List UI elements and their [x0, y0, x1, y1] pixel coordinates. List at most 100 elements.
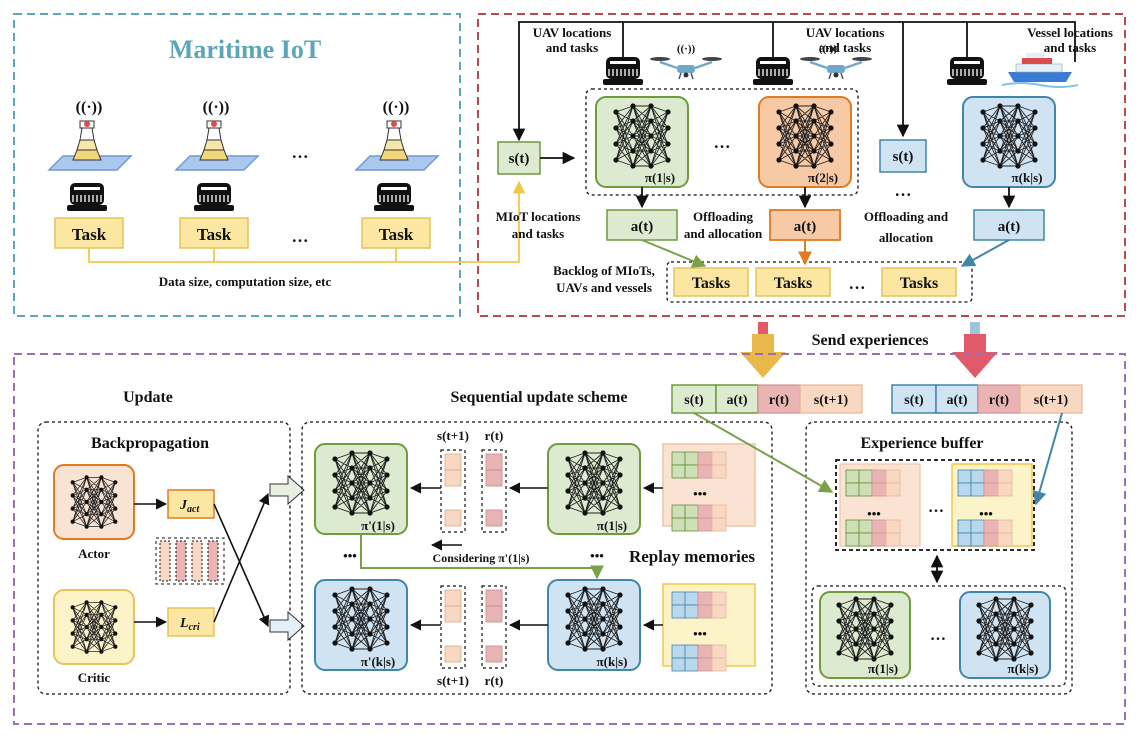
buoy-device-3: ((·)) [355, 99, 439, 212]
svg-text:π(k|s): π(k|s) [1008, 661, 1039, 676]
uav-label-1-line2: and tasks [546, 40, 598, 55]
task-box-2: Task [179, 217, 249, 249]
buffer-memory-blue: ••• [951, 463, 1033, 547]
svg-text:a(t): a(t) [947, 393, 968, 408]
miot-label-line1: MIoT locations [496, 209, 581, 224]
svg-text:Task: Task [197, 225, 232, 244]
send-experiences-label: Send experiences [812, 332, 929, 349]
replay-memory-green: ••• [662, 443, 756, 532]
offload-label-2-line1: Offloading and [864, 209, 949, 224]
backlog-tasks-2: Tasks [755, 267, 831, 297]
svg-text:a(t): a(t) [794, 219, 817, 235]
wireless-signal-icon: ((·)) [203, 99, 230, 116]
critic-network: Critic [53, 589, 135, 685]
experience-tuple-blue: s(t) a(t) r(t) s(t+1) [891, 384, 1083, 414]
sample-columns-bottom [440, 585, 507, 669]
buffer-policy-ellipsis: … [930, 627, 946, 644]
buffer-policy-k: π(k|s) [959, 591, 1051, 679]
uav-label-1-line1: UAV locations [533, 25, 612, 40]
target-policy-1: π'(1|s) [314, 443, 408, 535]
training-panel: s(t) a(t) r(t) s(t+1) s(t) a(t) r(t) s(t… [13, 353, 1126, 725]
svg-text:π(k|s): π(k|s) [1012, 170, 1043, 185]
experience-tuple-green: s(t) a(t) r(t) s(t+1) [671, 384, 863, 414]
uav-drone-icon-1 [648, 55, 724, 81]
task-ellipsis: … [292, 227, 309, 246]
considering-label: Considering π'(1|s) [433, 551, 530, 565]
task-box-3: Task [361, 217, 431, 249]
actor-network: Actor [53, 464, 135, 561]
target-policy-k: π'(k|s) [314, 579, 408, 671]
backprop-title: Backpropagation [91, 435, 209, 452]
svg-text:Task: Task [379, 225, 414, 244]
uav-server-icon-2 [752, 56, 794, 86]
offload-label-1-line2: and allocation [684, 226, 763, 241]
buffer-memory-green: ••• [839, 463, 921, 547]
vessel-server-icon [946, 56, 988, 86]
offload-label-1-line1: Offloading [693, 209, 753, 224]
svg-text:π(1|s): π(1|s) [645, 170, 675, 185]
svg-text:•••: ••• [693, 486, 707, 501]
svg-text:π(2|s): π(2|s) [808, 170, 838, 185]
buffer-ellipsis: … [928, 499, 944, 516]
sample-columns-top [440, 449, 507, 533]
svg-text:a(t): a(t) [727, 393, 748, 408]
buoy-device-2: ((·)) [175, 99, 259, 212]
edge-server-icon [66, 182, 108, 212]
svg-text:Jact: Jact [179, 498, 200, 515]
svg-text:a(t): a(t) [998, 219, 1021, 235]
svg-text:•••: ••• [867, 506, 881, 521]
sequential-title: Sequential update scheme [451, 389, 628, 406]
backlog-ellipsis: … [849, 274, 866, 293]
mini-sample-batch [155, 537, 225, 585]
svg-text:s(t+1): s(t+1) [814, 393, 849, 408]
vessel-label-line1: Vessel locations [1027, 25, 1113, 40]
svg-text:π'(k|s): π'(k|s) [361, 654, 396, 669]
wireless-signal-icon: ((·)) [819, 43, 838, 55]
r-label-top: r(t) [485, 428, 504, 443]
experience-buffer-title: Experience buffer [860, 435, 983, 452]
svg-text:s(t+1): s(t+1) [1034, 393, 1069, 408]
uav-label-2-line1: UAV locations [806, 25, 885, 40]
j-act-box: Jact [167, 489, 215, 519]
svg-text:s(t): s(t) [904, 393, 924, 408]
current-policy-k: π(k|s) [547, 579, 641, 671]
svg-text:r(t): r(t) [989, 393, 1010, 408]
svg-text:Lcri: Lcri [179, 616, 200, 633]
policy-ellipsis: … [714, 133, 731, 152]
maritime-iot-panel: Maritime IoT ((·)) ((·)) ((·)) … Task Ta… [13, 13, 461, 317]
svg-text:Tasks: Tasks [774, 275, 813, 292]
target-ellipsis: ••• [343, 548, 357, 563]
svg-text:s(t): s(t) [893, 149, 914, 165]
svg-text:s(t): s(t) [684, 393, 704, 408]
svg-text:Tasks: Tasks [900, 275, 939, 292]
svg-text:r(t): r(t) [769, 393, 790, 408]
update-title: Update [123, 389, 173, 406]
state-box-right: s(t) [879, 139, 927, 173]
policy-net-2: π(2|s) [758, 96, 852, 188]
svg-text:Task: Task [72, 225, 107, 244]
edge-server-icon [373, 182, 415, 212]
svg-text:•••: ••• [979, 506, 993, 521]
backlog-tasks-3: Tasks [881, 267, 957, 297]
decision-panel: UAV locations and tasks UAV locations an… [477, 13, 1126, 317]
offload-label-2-line2: allocation [879, 230, 934, 245]
svg-text:a(t): a(t) [631, 219, 654, 235]
replay-memories-label: Replay memories [629, 547, 755, 566]
vessel-ship-icon [1001, 52, 1079, 88]
svg-text:•••: ••• [693, 626, 707, 641]
task-to-state-connector [88, 180, 526, 263]
svg-text:π(k|s): π(k|s) [597, 654, 628, 669]
state-ellipsis: … [895, 181, 912, 200]
r-label-bottom: r(t) [485, 673, 504, 688]
uav-label-2-line2: and tasks [819, 40, 871, 55]
state-box-left: s(t) [497, 141, 541, 175]
current-policy-1: π(1|s) [547, 443, 641, 535]
backlog-tasks-1: Tasks [673, 267, 749, 297]
device-ellipsis: … [292, 143, 309, 162]
svg-text:Tasks: Tasks [692, 275, 731, 292]
wireless-signal-icon: ((·)) [383, 99, 410, 116]
svg-text:π(1|s): π(1|s) [597, 518, 627, 533]
policy-net-1: π(1|s) [595, 96, 689, 188]
task-box-1: Task [54, 217, 124, 249]
